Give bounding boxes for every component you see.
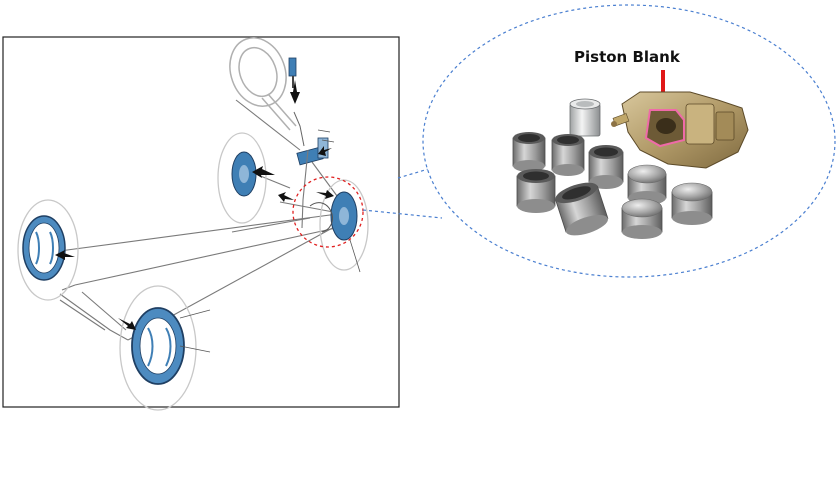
piston-blank (551, 134, 585, 176)
piston-blank (621, 198, 663, 239)
caliper-photo (611, 91, 749, 169)
caliper-highlight-circle (292, 176, 364, 248)
rear-left-drum (17, 199, 79, 301)
piston-blank-label: Piston Blank (574, 48, 681, 66)
black-arrow-icon (318, 146, 332, 156)
piston-blank (588, 145, 624, 189)
front-left-wheel (217, 132, 267, 224)
black-arrow-icon (290, 80, 300, 104)
chassis-diagram-panel (2, 36, 400, 411)
piston-blank (627, 164, 667, 205)
rear-right-drum (119, 285, 211, 411)
silver-sleeve (569, 98, 601, 137)
flow-arrows (55, 80, 334, 330)
piston-blank (512, 132, 546, 172)
black-arrow-icon (278, 192, 294, 202)
black-arrow-icon (118, 318, 136, 330)
piston-blank (671, 182, 713, 225)
front-right-wheel (309, 179, 369, 273)
piston-blank (555, 182, 609, 236)
black-arrow-icon (252, 166, 275, 178)
callout-bubble: Piston Blank (422, 4, 836, 278)
black-arrow-icon (55, 250, 75, 260)
steering-wheel (229, 37, 297, 131)
piston-blanks (512, 132, 713, 239)
piston-blank (516, 169, 556, 213)
black-arrow-icon (316, 190, 334, 199)
